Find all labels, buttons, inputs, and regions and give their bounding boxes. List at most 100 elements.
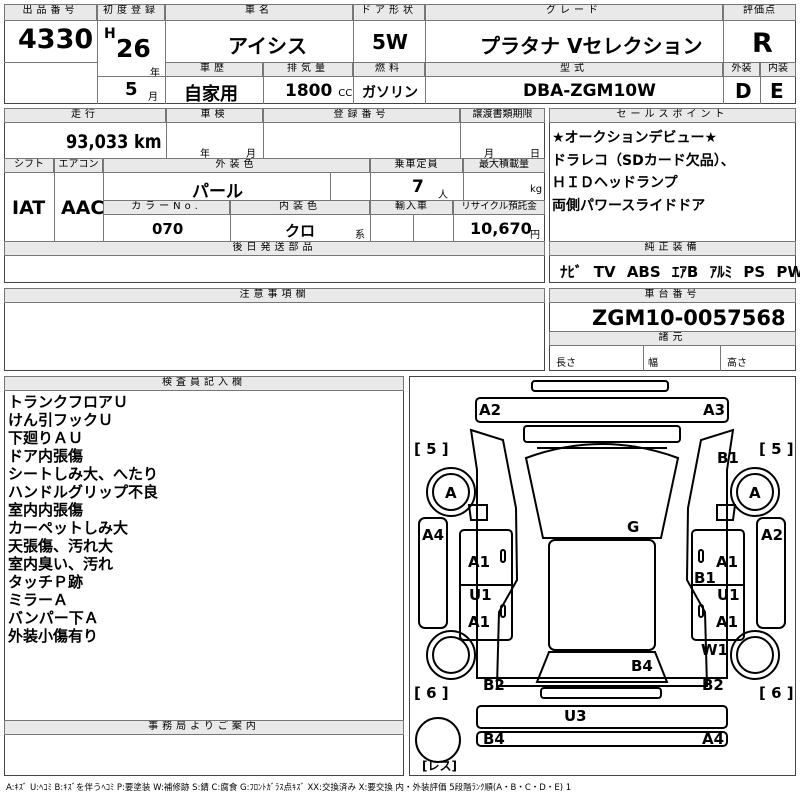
damage-mark: A2 bbox=[479, 401, 501, 419]
hood-outline bbox=[523, 425, 681, 443]
height-label: 高さ bbox=[727, 358, 747, 369]
length-label: 長さ bbox=[556, 358, 576, 369]
equipment-item: ﾅﾋﾞ bbox=[560, 263, 583, 281]
aircon-label: エアコン bbox=[54, 158, 103, 173]
first-reg-label: 初度登録 bbox=[97, 4, 165, 21]
car-name: アイシス bbox=[228, 34, 307, 58]
sales-point: ★オークションデビュー★ bbox=[552, 130, 718, 146]
damage-mark: B2 bbox=[702, 676, 724, 694]
recycle: 10,670 bbox=[470, 219, 532, 238]
damage-mark: B4 bbox=[483, 730, 505, 748]
equipment-item: ABS bbox=[626, 263, 661, 281]
damage-mark: U1 bbox=[717, 586, 740, 604]
dims-label: 諸元 bbox=[549, 331, 796, 346]
door-handle bbox=[698, 604, 704, 618]
body-outline bbox=[469, 428, 735, 687]
inspector-note: タッチＰ跡 bbox=[8, 573, 84, 591]
ext-color-label: 外装色 bbox=[103, 158, 370, 173]
reg-month-unit: 月 bbox=[148, 92, 158, 103]
inspector-notes-list: トランクフロアＵ けん引フックＵ 下廻りＡＵ ドア内張傷 シートしみ大、へたり … bbox=[8, 393, 158, 645]
chassis-no: ZGM10-0057568 bbox=[592, 306, 786, 330]
damage-mark: G bbox=[627, 518, 639, 536]
rear-glass-outline bbox=[535, 651, 669, 683]
fuel: ガソリン bbox=[362, 85, 418, 101]
door-type: 5W bbox=[372, 30, 408, 54]
width-label: 幅 bbox=[648, 358, 658, 369]
mileage-value: 93,033 bbox=[66, 131, 129, 153]
damage-mark: W1 bbox=[701, 641, 728, 659]
grade-label: グレード bbox=[425, 4, 723, 21]
inspection-label: 車検 bbox=[166, 108, 263, 123]
inspector-note: ドア内張傷 bbox=[8, 447, 84, 465]
mileage-label: 走行 bbox=[4, 108, 166, 123]
inspector-note: けん引フックＵ bbox=[8, 411, 114, 429]
displacement-unit: CC bbox=[338, 88, 353, 99]
inspector-note: ミラーＡ bbox=[8, 591, 69, 609]
inspection-month-unit: 月 bbox=[246, 149, 256, 160]
recycle-label: リサイクル預託金 bbox=[453, 200, 545, 215]
model-code: DBA-ZGM10W bbox=[523, 81, 656, 101]
front-right-wheel bbox=[730, 467, 780, 517]
score-label: 評価点 bbox=[723, 4, 796, 21]
lot-no: 4330 bbox=[18, 24, 94, 55]
transfer-month-unit: 月 bbox=[484, 149, 494, 160]
sales-point-label: セールスポイント bbox=[549, 108, 796, 123]
grade: プラタナ Vセレクション bbox=[480, 34, 703, 58]
spare-tire bbox=[415, 717, 461, 763]
damage-mark: A bbox=[445, 484, 457, 502]
door-handle bbox=[500, 604, 506, 618]
damage-mark: A2 bbox=[761, 526, 783, 544]
displacement-label: 排気量 bbox=[263, 62, 353, 77]
max-load-label: 最大積載量 bbox=[463, 158, 545, 173]
tire-front-left-tread: [ 5 ] bbox=[414, 440, 449, 458]
fuel-label: 燃料 bbox=[353, 62, 425, 77]
legend: A:ｷｽﾞ U:ﾍｺﾐ B:ｷｽﾞを伴うﾍｺﾐ P:要塗装 W:補修跡 S:錆 … bbox=[6, 783, 572, 793]
damage-mark: U1 bbox=[469, 586, 492, 604]
damage-mark: A1 bbox=[716, 553, 738, 571]
damage-mark: B4 bbox=[631, 657, 653, 675]
shift-label: シフト bbox=[4, 158, 54, 173]
door-label: ドア形状 bbox=[353, 4, 425, 21]
rear-right-wheel-inner bbox=[736, 636, 774, 674]
equipment-label: 純正装備 bbox=[549, 241, 796, 256]
office-label: 事務局よりご案内 bbox=[4, 720, 404, 735]
tire-front-right-tread: [ 5 ] bbox=[759, 440, 794, 458]
windshield-outline bbox=[524, 443, 680, 539]
equipment-item: PW bbox=[776, 263, 800, 281]
interior-grade-label: 内装 bbox=[760, 62, 796, 77]
mileage-unit: km bbox=[133, 131, 162, 153]
damage-mark: B1 bbox=[717, 449, 739, 467]
model-code-label: 型式 bbox=[425, 62, 723, 77]
history: 自家用 bbox=[184, 84, 238, 105]
ext-color: パール bbox=[192, 182, 243, 202]
lot-no-label: 出品番号 bbox=[4, 4, 97, 21]
color-no: 070 bbox=[152, 220, 184, 238]
tire-rear-left-tread: [ 6 ] bbox=[414, 684, 449, 702]
front-panel-outline bbox=[475, 397, 729, 423]
inspection-year-unit: 年 bbox=[200, 149, 210, 160]
sales-point: ドラレコ（SDカード欠品）、 bbox=[552, 152, 735, 169]
rear-bumper-outline bbox=[476, 731, 728, 747]
rear-left-wheel bbox=[426, 630, 476, 680]
equipment-list: ﾅﾋﾞ TV ABS ｴｱB ｱﾙﾐ PS PW bbox=[560, 261, 800, 282]
front-left-wheel-inner bbox=[432, 473, 470, 511]
damage-mark: A1 bbox=[468, 613, 490, 631]
int-color: クロ bbox=[285, 222, 316, 240]
inspector-note: 下廻りＡＵ bbox=[8, 429, 84, 447]
equipment-item: ｱﾙﾐ bbox=[709, 263, 733, 281]
sales-points-list: ★オークションデビュー★ ドラレコ（SDカード欠品）、 ＨＩＤヘッドランプ 両側… bbox=[552, 127, 735, 217]
damage-mark: U3 bbox=[564, 707, 587, 725]
reg-no-label: 登録番号 bbox=[263, 108, 460, 123]
mileage: 93,033 km bbox=[66, 131, 178, 153]
sales-point: 両側パワースライドドア bbox=[552, 197, 706, 214]
rear-gate-outline bbox=[476, 705, 728, 729]
right-mirror-outline bbox=[716, 504, 737, 521]
capacity-label: 乗車定員 bbox=[370, 158, 463, 173]
inspector-note: 外装小傷有り bbox=[8, 627, 99, 645]
reg-month: 5 bbox=[125, 79, 138, 100]
sales-point: ＨＩＤヘッドランプ bbox=[552, 175, 678, 191]
equipment-item: ｴｱB bbox=[671, 263, 699, 281]
inspector-note: バンパー下Ａ bbox=[8, 609, 99, 627]
roof-outline bbox=[548, 539, 656, 651]
recycle-unit: 円 bbox=[530, 230, 540, 241]
